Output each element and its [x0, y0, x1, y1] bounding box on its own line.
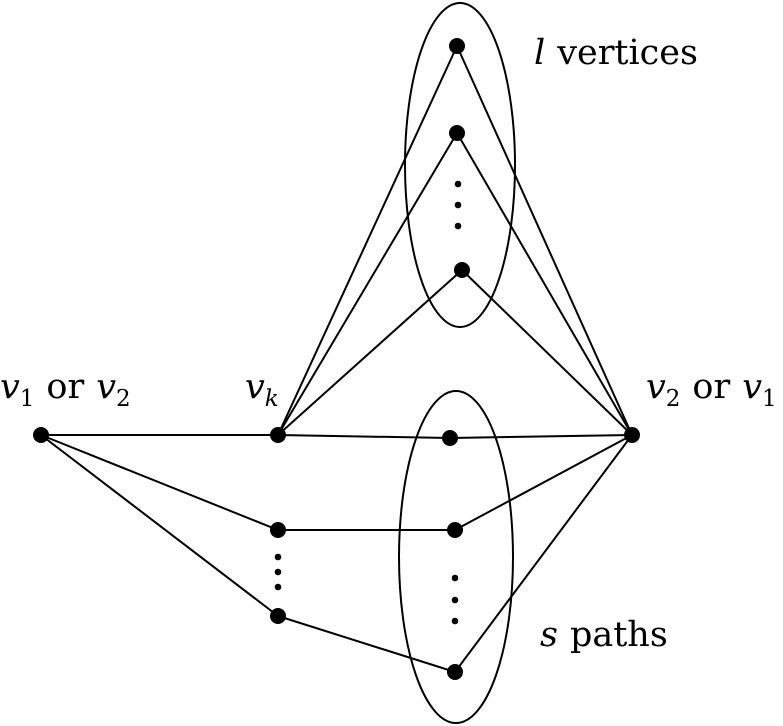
vertex-top-1 [449, 38, 465, 54]
dot-top-2 [454, 201, 462, 209]
ellipsis-dots [274, 180, 462, 625]
vertices [33, 38, 640, 680]
top-vertex-set-ellipse [404, 2, 516, 328]
label-vk: vk [245, 367, 279, 412]
vertex-path-end-2 [447, 664, 463, 680]
edge-top1-right [456, 45, 633, 436]
edge-vk-top2 [277, 132, 458, 436]
vertex-vk [270, 427, 286, 443]
dot-right-3 [451, 617, 459, 625]
dot-left-1 [274, 553, 282, 561]
dot-right-2 [451, 596, 459, 604]
edge-mid-right [449, 434, 633, 439]
vertex-middle [442, 430, 458, 446]
dot-left-3 [274, 583, 282, 591]
dot-right-1 [451, 574, 459, 582]
vertex-path-end-1 [447, 522, 463, 538]
vertex-top-2 [449, 125, 465, 141]
edges [40, 45, 633, 673]
edge-vk-top3 [277, 269, 463, 436]
dot-left-2 [274, 568, 282, 576]
edge-q2-right [454, 434, 633, 673]
vertex-path-start-2 [270, 608, 286, 624]
dot-top-1 [454, 180, 462, 188]
edge-q1-right [454, 434, 633, 531]
vertex-right [624, 427, 640, 443]
vertex-path-start-1 [270, 522, 286, 538]
edge-top3-right [461, 269, 633, 436]
vertex-top-3 [454, 262, 470, 278]
edge-left-p1 [40, 434, 279, 531]
vertex-left [33, 427, 49, 443]
edge-vk-mid [277, 434, 451, 439]
edge-p2-q2 [277, 615, 456, 673]
edge-top2-right [456, 132, 633, 436]
edge-vk-top1 [277, 45, 458, 436]
edge-left-p2 [40, 434, 279, 617]
bottom-path-set-ellipse [398, 390, 514, 724]
dot-top-3 [454, 222, 462, 230]
